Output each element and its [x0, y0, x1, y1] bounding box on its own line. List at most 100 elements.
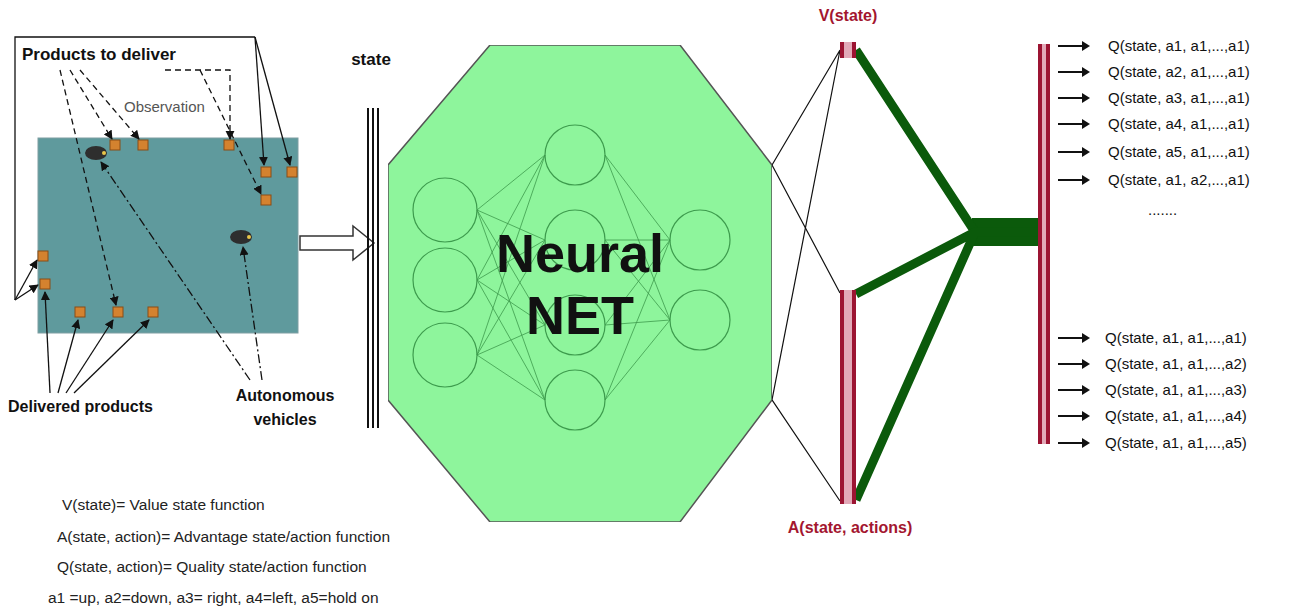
network-connector: [772, 50, 840, 400]
leader-line: [70, 70, 112, 139]
layer-label: state: [346, 50, 396, 70]
output-arrow-head: [1082, 119, 1090, 129]
output-arrow-shaft: [1058, 123, 1082, 125]
output-arrow-shaft: [1058, 45, 1082, 47]
product-box: [38, 251, 48, 261]
q-value-label: Q(state, a1, a1,...,a4): [1105, 407, 1290, 425]
output-arrow-head: [1082, 175, 1090, 185]
to-deliver-leaders: [60, 70, 261, 305]
grid-map: [38, 138, 298, 333]
stream-label: A(state, actions): [770, 518, 930, 537]
stream-merge-connector: [856, 50, 1038, 232]
output-arrow-shaft: [1058, 363, 1082, 365]
hollow-arrow: [300, 226, 374, 260]
q-output-layer: Q(state, a1, a1,...,a1) Q(state, a2, a1,.…: [1032, 30, 1290, 456]
vehicle: [230, 230, 252, 244]
product-box: [110, 140, 120, 150]
q-value-label: Q(state, a1, a1,...,a1): [1108, 37, 1290, 55]
product-box: [138, 140, 148, 150]
stream-label: V(state): [800, 6, 896, 25]
product-box: [261, 195, 271, 205]
leader-line: [15, 260, 37, 300]
definition-note: A(state, action)= Advantage state/action…: [57, 527, 390, 546]
q-value-label: Q(state, a5, a1,...,a1): [1108, 143, 1290, 161]
output-arrow-head: [1082, 411, 1090, 421]
definition-note: V(state)= Value state function: [62, 495, 265, 514]
output-arrow-shaft: [1058, 71, 1082, 73]
leader-line: [58, 320, 78, 393]
net-link: [477, 155, 545, 210]
output-arrow-head: [1082, 333, 1090, 343]
q-value-label: Q(state, a3, a1,...,a1): [1108, 89, 1290, 107]
leader-line: [15, 285, 38, 300]
vehicle-leaders: [101, 162, 262, 380]
q-value-label: Q(state, a2, a1,...,a1): [1108, 63, 1290, 81]
output-arrow-head: [1082, 93, 1090, 103]
output-arrow-head: [1082, 41, 1090, 51]
vehicles: [85, 146, 252, 244]
output-arrow-shaft: [1058, 389, 1082, 391]
stream-merge-connector: [856, 232, 1038, 500]
product-box: [261, 167, 271, 177]
q-value-label: Q(state, a1, a1,...,a2): [1105, 355, 1290, 373]
q-value-label: Q(state, a1, a2,...,a1): [1108, 171, 1290, 189]
leader-line: [45, 292, 50, 393]
output-arrow-head: [1082, 359, 1090, 369]
value-stream: V(state): [800, 6, 896, 62]
product-box: [287, 167, 297, 177]
net-link: [477, 355, 545, 400]
output-arrow-shaft: [1058, 415, 1082, 417]
net-neuron: [413, 248, 477, 312]
q-value-label: .......: [1148, 201, 1290, 219]
octagon-outline: [388, 45, 772, 522]
network-connector: [772, 165, 840, 501]
q-value-label: Q(state, a1, a1,...,a1): [1105, 329, 1290, 347]
net-neuron: [545, 370, 605, 430]
callout-label: Observation: [124, 98, 205, 116]
vehicle-light: [102, 151, 106, 155]
output-arrow-head: [1082, 385, 1090, 395]
q-value-label: Q(state, a4, a1,...,a1): [1108, 115, 1290, 133]
advantage-stream: A(state, actions): [770, 286, 930, 546]
q-value-label: Q(state, a1, a1,...,a5): [1105, 434, 1290, 452]
definition-note: Q(state, action)= Quality state/action f…: [57, 557, 367, 576]
product-box: [113, 307, 123, 317]
vehicle: [85, 146, 107, 160]
vehicle-light: [247, 235, 251, 239]
callout-label: Delivered products: [8, 397, 153, 417]
leader-line: [255, 37, 264, 165]
network-title: Neural NET: [460, 222, 700, 346]
output-arrow-shaft: [1058, 97, 1082, 99]
output-bar: [1038, 44, 1050, 444]
net-neuron: [670, 290, 730, 350]
leader-line: [243, 247, 262, 380]
neural-net-octagon: Neural NET: [388, 45, 772, 522]
delivered-leaders: [15, 37, 290, 393]
output-arrow-head: [1082, 438, 1090, 448]
product-box: [224, 140, 234, 150]
leader-line: [60, 70, 116, 305]
net-neuron: [545, 125, 605, 185]
definition-note: a1 =up, a2=down, a3= right, a4=left, a5=…: [48, 588, 379, 607]
product-box: [40, 279, 50, 289]
output-arrow-head: [1082, 147, 1090, 157]
leader-line: [66, 320, 113, 393]
output-arrow-shaft: [1058, 151, 1082, 153]
input-bar-line: [367, 108, 369, 428]
output-arrow-shaft: [1058, 442, 1082, 444]
net-neuron: [670, 210, 730, 270]
stream-bar: [840, 42, 856, 58]
product-box: [75, 307, 85, 317]
octagon-shape: [388, 45, 772, 522]
net-neuron: [413, 178, 477, 242]
bracket-line: [15, 37, 255, 300]
output-arrow-shaft: [1058, 337, 1082, 339]
product-box: [148, 307, 158, 317]
product-boxes: [38, 140, 297, 317]
stream-bar: [840, 290, 856, 504]
output-arrow-shaft: [1058, 179, 1082, 181]
leader-line: [74, 320, 149, 393]
callout-label: Products to deliver: [22, 45, 176, 65]
net-neuron: [413, 323, 477, 387]
